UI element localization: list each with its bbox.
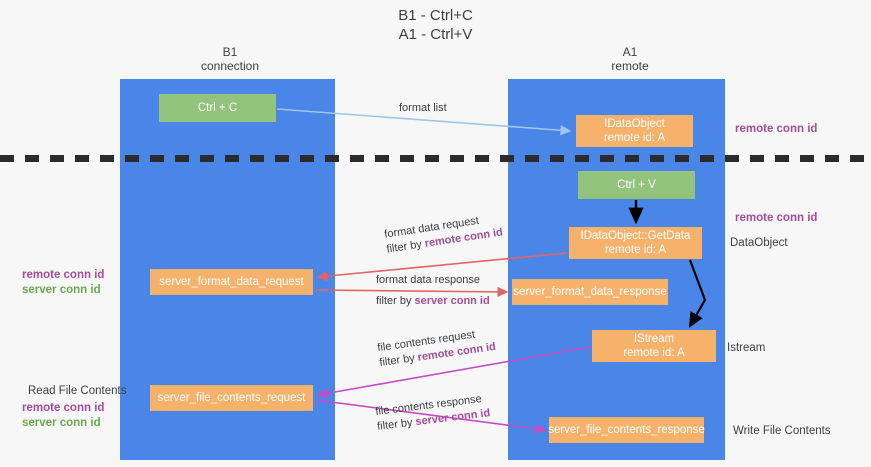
- edge-label-format-list: format list: [399, 101, 447, 116]
- legend-server-conn-id-top: server conn id: [22, 284, 101, 296]
- node-istream-sublabel: remote id: A: [623, 347, 685, 359]
- arrow-file-contents-response: [315, 399, 547, 434]
- node-ctrl-c-label: Ctrl + C: [197, 102, 238, 114]
- node-idataobject[interactable]: IDataObject remote id: A: [576, 115, 693, 147]
- column-header-b1-name: B1: [222, 45, 238, 59]
- title-line-2: A1 - Ctrl+V: [398, 26, 473, 43]
- node-server-file-contents-response[interactable]: server_file_contents_response: [548, 417, 705, 443]
- column-header-b1-subtitle: connection: [200, 59, 260, 73]
- annotation-read-file-contents: Read File Contents: [28, 385, 127, 397]
- node-server-format-data-request[interactable]: server_format_data_request: [150, 269, 313, 295]
- node-ctrl-v-label: Ctrl + V: [617, 179, 656, 191]
- legend-left-top: remote conn id server conn id: [22, 268, 104, 298]
- node-istream[interactable]: IStream remote id: A: [592, 330, 716, 362]
- arrow-format-list: [276, 108, 572, 136]
- page-title: B1 - Ctrl+C A1 - Ctrl+V: [0, 6, 871, 44]
- annotation-istream: Istream: [727, 342, 766, 354]
- edge-label-format-data-response-key: server conn id: [414, 295, 490, 307]
- column-header-a1-name: A1: [622, 45, 638, 59]
- annotation-remote-conn-id-top: remote conn id: [735, 123, 818, 135]
- edge-label-format-data-response-text: format data response: [376, 274, 480, 286]
- edge-label-file-contents-response-prefix: filter by: [376, 416, 417, 433]
- node-server-format-data-response-label: server_format_data_response: [513, 286, 667, 298]
- node-server-format-data-request-label: server_format_data_request: [159, 276, 304, 288]
- node-getdata-sublabel: remote id: A: [604, 244, 667, 256]
- node-idataobject-sublabel: remote id: A: [603, 132, 666, 144]
- annotation-remote-conn-id-middle: remote conn id: [735, 212, 818, 224]
- edge-label-file-contents-request-prefix: filter by: [378, 351, 419, 370]
- arrow-format-data-request: [316, 252, 568, 282]
- node-istream-label: IStream: [633, 333, 675, 345]
- legend-server-conn-id-bottom: server conn id: [22, 417, 101, 429]
- column-header-b1: B1 connection: [130, 45, 330, 73]
- column-header-a1-subtitle: remote: [611, 59, 649, 73]
- node-ctrl-v[interactable]: Ctrl + V: [578, 171, 695, 199]
- arrow-format-data-response: [315, 286, 509, 298]
- annotation-write-file-contents: Write File Contents: [733, 425, 831, 437]
- node-getdata-label: IDataObject::GetData: [580, 230, 691, 242]
- node-server-file-contents-request-label: server_file_contents_request: [157, 392, 306, 404]
- title-line-1: B1 - Ctrl+C: [398, 7, 473, 24]
- annotation-dataobject: DataObject: [730, 237, 788, 249]
- edge-label-format-list-text: format list: [399, 102, 447, 114]
- legend-left-bottom: remote conn id server conn id: [22, 401, 104, 431]
- column-header-a1: A1 remote: [530, 45, 730, 73]
- edge-label-format-data-response-prefix: filter by: [376, 295, 415, 307]
- node-ctrl-c[interactable]: Ctrl + C: [159, 94, 276, 122]
- node-server-format-data-response[interactable]: server_format_data_response: [512, 279, 668, 305]
- legend-remote-conn-id-top: remote conn id: [22, 269, 105, 281]
- node-server-file-contents-response-label: server_file_contents_response: [548, 424, 705, 436]
- arrow-getdata-to-istream: [688, 259, 707, 328]
- edge-label-format-data-response: format data response filter by server co…: [376, 273, 490, 309]
- arrow-file-contents-request: [316, 346, 591, 399]
- node-getdata[interactable]: IDataObject::GetData remote id: A: [569, 227, 702, 259]
- legend-remote-conn-id-bottom: remote conn id: [22, 402, 105, 414]
- section-divider: [0, 155, 871, 162]
- node-server-file-contents-request[interactable]: server_file_contents_request: [150, 385, 313, 411]
- node-idataobject-label: IDataObject: [604, 118, 665, 130]
